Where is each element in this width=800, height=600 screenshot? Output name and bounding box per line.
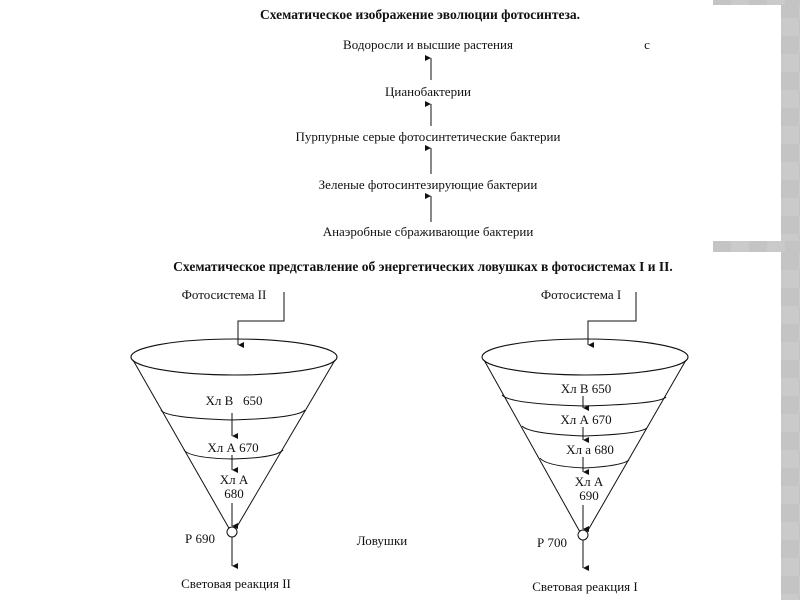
traps-center-label: Ловушки <box>357 533 408 548</box>
ps1-layer-3 <box>539 457 630 469</box>
stage-algae-plants: Водоросли и высшие растения <box>343 37 513 52</box>
ps2-funnel-right-edge <box>234 359 336 531</box>
traps-image <box>0 252 781 600</box>
ps2-output-label: Световая реакция II <box>181 576 291 591</box>
traps-diagram: Схематическое представление об энергетич… <box>130 259 689 594</box>
photosystem-1-funnel: Фотосистема I Хл В 650 Хл А 670 Хл а 680… <box>481 287 689 594</box>
ps1-level-chl-b-650: Хл В 650 <box>561 381 612 396</box>
ps2-reaction-center-label: Р 690 <box>185 531 215 546</box>
ps1-level-chl-a-670: Хл А 670 <box>560 412 611 427</box>
ps2-funnel-left-edge <box>132 359 231 531</box>
traps-title: Схематическое представление об энергетич… <box>173 259 673 274</box>
ps1-funnel-rim <box>481 338 689 376</box>
ps2-level-chl-a-670: Хл А 670 <box>207 440 258 455</box>
ps1-layer-2 <box>521 425 648 437</box>
ps1-layer-1 <box>501 394 667 407</box>
ps1-output-label: Световая реакция I <box>532 579 637 594</box>
ps2-level-chl-b-650: Хл В 650 <box>205 393 262 408</box>
ps1-level-chl-a-label: Хл А <box>575 474 604 489</box>
ps2-level-chl-a-label: Хл А <box>220 472 249 487</box>
stage-purple-bacteria: Пурпурные серые фотосинтетические бактер… <box>296 129 561 144</box>
stage-anaerobic-bacteria: Анаэробные сбраживающие бактерии <box>323 224 534 239</box>
stage-green-bacteria: Зеленые фотосинтезирующие бактерии <box>319 177 538 192</box>
ps2-input-arrow-icon <box>237 292 285 348</box>
slide-background-top <box>713 0 800 5</box>
ps1-input-arrow-icon <box>587 292 637 348</box>
stray-mark: с <box>644 37 650 52</box>
evolution-diagram: Схематическое изображение эволюции фотос… <box>260 7 650 239</box>
ps1-funnel-left-edge <box>483 359 581 533</box>
ps1-funnel-right-edge <box>586 359 687 533</box>
stage-cyanobacteria: Цианобактерии <box>385 84 471 99</box>
ps2-level-680: 680 <box>224 486 244 501</box>
ps2-label: Фотосистема II <box>182 287 267 302</box>
ps1-level-690: 690 <box>579 488 599 503</box>
slide-background-right <box>781 0 800 600</box>
evolution-title: Схематическое изображение эволюции фотос… <box>260 7 580 22</box>
ps1-label: Фотосистема I <box>541 287 621 302</box>
ps1-reaction-center-icon <box>577 529 589 541</box>
ps2-reaction-center-icon <box>226 526 238 538</box>
evolution-image <box>0 0 713 241</box>
ps2-funnel-rim <box>130 338 338 376</box>
ps1-reaction-center-label: Р 700 <box>537 535 567 550</box>
evolution-image-margin <box>713 5 781 241</box>
photosystem-2-funnel: Фотосистема II Хл В 650 Хл А 670 Хл А 68… <box>130 287 338 591</box>
slide-background-divider <box>713 241 800 252</box>
ps1-level-chl-a-680: Хл а 680 <box>566 442 614 457</box>
ps2-layer-1 <box>160 409 306 421</box>
